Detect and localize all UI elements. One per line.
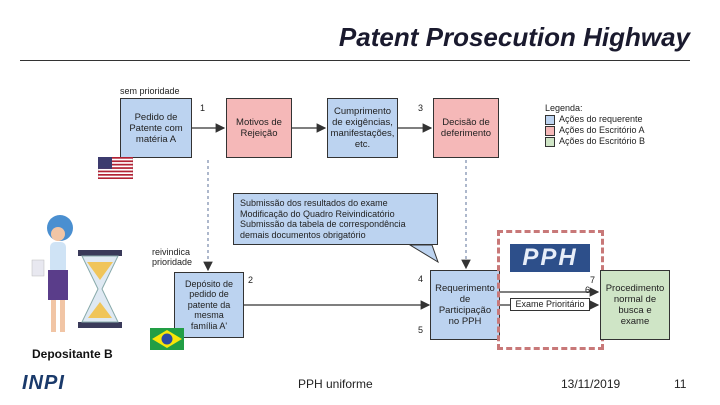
box-procedimento-normal: Procedimento normal de busca e exame <box>600 270 670 340</box>
page-title: Patent Prosecution Highway <box>338 22 690 52</box>
box-motivos-rejeicao: Motivos de Rejeição <box>226 98 292 158</box>
exame-prioritario-label: Exame Prioritário <box>510 298 590 311</box>
step-number-6: 6 <box>585 285 591 295</box>
legend-item-escritorio-a: Ações do Escritório A <box>545 125 645 136</box>
footer-date: 13/11/2019 <box>561 377 621 391</box>
usa-flag-icon <box>98 157 133 179</box>
legend-label: Ações do Escritório B <box>559 136 646 146</box>
label-sem-prioridade: sem prioridade <box>120 86 180 96</box>
legend-title: Legenda: <box>545 103 583 113</box>
inpi-logo: INPI <box>22 372 65 394</box>
box-requerimento-pph: Requerimento de Participação no PPH <box>430 270 500 340</box>
title-divider <box>20 60 690 61</box>
box-decisao-deferimento: Decisão de deferimento <box>433 98 499 158</box>
legend-swatch-pink <box>545 125 555 136</box>
legend-label: Ações do requerente <box>559 114 643 124</box>
callout-line: Modificação do Quadro Reivindicatório <box>240 208 395 219</box>
page-number: 11 <box>674 377 687 391</box>
legend-item-escritorio-b: Ações do Escritório B <box>545 136 645 147</box>
applicant-hourglass-illustration <box>31 215 122 332</box>
legend-item-requerente: Ações do requerente <box>545 114 645 125</box>
box-deposito-familia: Depósito de pedido de patente da mesma f… <box>174 272 244 338</box>
step-number-4: 4 <box>418 274 424 284</box>
legend-label: Ações do Escritório A <box>559 125 645 135</box>
label-reivindica-prioridade: reivindica prioridade <box>152 247 193 267</box>
box-cumprimento-exigencias: Cumprimento de exigências, manifestações… <box>327 98 398 158</box>
legend-swatch-blue <box>545 114 555 125</box>
legend: Legenda: Ações do requerente Ações do Es… <box>545 103 645 147</box>
step-number-1: 1 <box>200 103 206 113</box>
box-pedido-patente-a: Pedido de Patente com matéria A <box>120 98 192 158</box>
step-number-7: 7 <box>590 275 596 285</box>
step-number-2: 2 <box>248 275 254 285</box>
footer-center-text: PPH uniforme <box>298 377 373 391</box>
step-number-3: 3 <box>418 103 424 113</box>
callout-documents: Submissão dos resultados do exame Modifi… <box>233 193 438 245</box>
legend-swatch-green <box>545 136 555 147</box>
callout-line: demais documentos obrigatório <box>240 229 366 240</box>
depositante-label: Depositante B <box>32 347 113 361</box>
pph-logo: PPH <box>510 244 590 272</box>
brazil-flag-icon <box>150 328 184 350</box>
callout-line: Submissão da tabela de correspondência <box>240 219 406 229</box>
callout-line: Submissão dos resultados do exame <box>240 198 388 208</box>
callout-pointer <box>408 244 439 264</box>
step-number-5: 5 <box>418 325 424 335</box>
